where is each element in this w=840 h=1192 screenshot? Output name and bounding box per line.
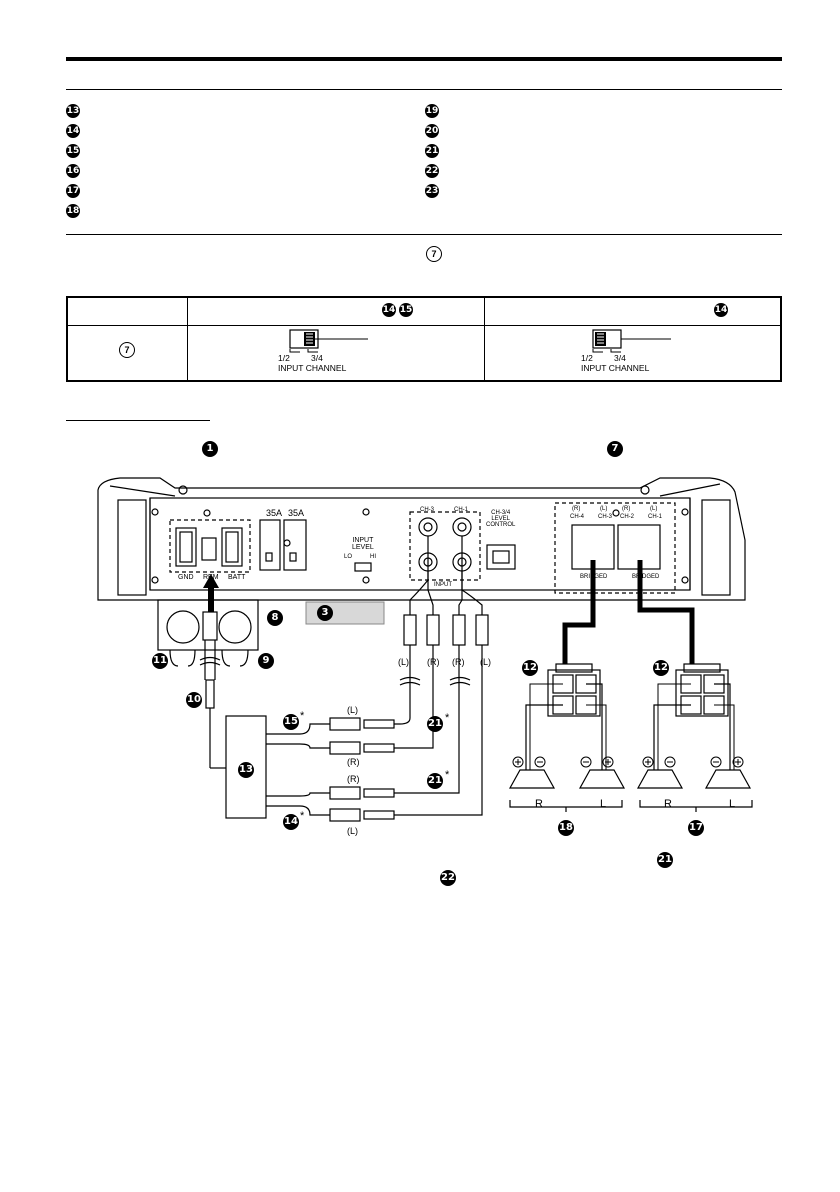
callout-badge: 12 bbox=[522, 660, 538, 676]
terminal-label: BATT bbox=[228, 574, 246, 581]
spk-label: (L) bbox=[650, 506, 658, 512]
header-rule bbox=[66, 57, 782, 61]
note-ref-circle: 7 bbox=[426, 246, 442, 262]
rca-src-label: (R) bbox=[347, 774, 360, 784]
rca-src-label: (L) bbox=[347, 826, 358, 836]
rca-label: CH-3 bbox=[420, 507, 435, 513]
rca-side-label: (R) bbox=[452, 657, 465, 667]
spk-label: (R) bbox=[572, 506, 581, 512]
switch-left-label: 1/2 bbox=[278, 353, 290, 363]
asterisk: * bbox=[445, 712, 450, 724]
ref-badge: 14 bbox=[714, 303, 728, 317]
ref-badge: 18 bbox=[66, 204, 80, 218]
switch-caption: INPUT CHANNEL bbox=[278, 363, 347, 373]
terminal-label: GND bbox=[178, 574, 194, 581]
callout-badge: 14 bbox=[283, 814, 299, 830]
input-level-label: INPUT LEVEL bbox=[352, 537, 374, 551]
callout-badge: 9 bbox=[258, 653, 274, 669]
fuse-label: 35A bbox=[266, 508, 283, 518]
callout-badge: 7 bbox=[607, 441, 623, 457]
speaker-label: L bbox=[729, 798, 736, 810]
spk-label: CH-1 bbox=[648, 514, 663, 520]
fuse-label: 35A bbox=[288, 508, 305, 518]
spk-label: (L) bbox=[600, 506, 608, 512]
callout-badge: 22 bbox=[440, 870, 456, 886]
rca-side-label: (R) bbox=[427, 657, 440, 667]
callout-badge: 1 bbox=[202, 441, 218, 457]
callout-badge: 15 bbox=[283, 714, 299, 730]
terminal-label: REM bbox=[203, 574, 219, 581]
callout-badge: 10 bbox=[186, 692, 202, 708]
ref-badge: 13 bbox=[66, 104, 80, 118]
ref-badge: 23 bbox=[425, 184, 439, 198]
ref-badge: 15 bbox=[399, 303, 413, 317]
spk-label: CH-4 bbox=[570, 514, 585, 520]
ref-badge: 22 bbox=[425, 164, 439, 178]
callout-badge: 3 bbox=[317, 605, 333, 621]
rca-input-label: INPUT bbox=[434, 582, 452, 588]
section-rule-mid bbox=[66, 234, 782, 235]
lo-label: LO bbox=[344, 554, 353, 560]
ref-badge: 14 bbox=[382, 303, 396, 317]
ref-badge: 14 bbox=[66, 124, 80, 138]
callout-badge: 11 bbox=[152, 653, 168, 669]
spk-label: CH-2 bbox=[620, 514, 635, 520]
bridged-label: BRIDGED bbox=[632, 574, 660, 580]
rca-src-label: (R) bbox=[347, 757, 360, 767]
asterisk: * bbox=[300, 810, 305, 822]
asterisk: * bbox=[445, 769, 450, 781]
asterisk: * bbox=[300, 710, 305, 722]
callout-badge: 21 bbox=[427, 716, 443, 732]
rca-src-label: (L) bbox=[347, 705, 358, 715]
callout-badge: 18 bbox=[558, 820, 574, 836]
input-channel-switch-icon bbox=[289, 329, 368, 353]
section-rule-top bbox=[66, 89, 782, 90]
callout-badge: 8 bbox=[267, 610, 283, 626]
ref-badge: 16 bbox=[66, 164, 80, 178]
ref-badge: 21 bbox=[425, 144, 439, 158]
spk-label: (R) bbox=[622, 506, 631, 512]
switch-caption: INPUT CHANNEL bbox=[581, 363, 650, 373]
level-control-label: CH-3/4 LEVEL CONTROL bbox=[486, 510, 516, 528]
hi-label: HI bbox=[370, 554, 376, 560]
speaker-label: R bbox=[535, 798, 543, 810]
callout-badge: 12 bbox=[653, 660, 669, 676]
callout-badge: 13 bbox=[238, 762, 254, 778]
callout-badge: 17 bbox=[688, 820, 704, 836]
rca-side-label: (L) bbox=[398, 657, 409, 667]
speaker-label: L bbox=[600, 798, 607, 810]
ref-badge: 15 bbox=[66, 144, 80, 158]
switch-left-label: 1/2 bbox=[581, 353, 593, 363]
ref-badge: 19 bbox=[425, 104, 439, 118]
rca-label: CH-1 bbox=[454, 507, 469, 513]
switch-right-label: 3/4 bbox=[311, 353, 323, 363]
speaker-label: R bbox=[664, 798, 672, 810]
switch-right-label: 3/4 bbox=[614, 353, 626, 363]
bridged-label: BRIDGED bbox=[580, 574, 608, 580]
spk-label: CH-3 bbox=[598, 514, 613, 520]
ref-badge: 20 bbox=[425, 124, 439, 138]
table-row-ref: 7 bbox=[119, 342, 135, 358]
ref-badge: 17 bbox=[66, 184, 80, 198]
input-channel-table: 14 15 14 7 1/2 3/4 INPUT CHANNEL 1/2 3/4… bbox=[66, 296, 782, 382]
callout-badge: 21 bbox=[657, 852, 673, 868]
rca-side-label: (L) bbox=[480, 657, 491, 667]
input-channel-switch-icon bbox=[592, 329, 671, 353]
callout-badge: 21 bbox=[427, 773, 443, 789]
heading-underline bbox=[66, 420, 210, 421]
